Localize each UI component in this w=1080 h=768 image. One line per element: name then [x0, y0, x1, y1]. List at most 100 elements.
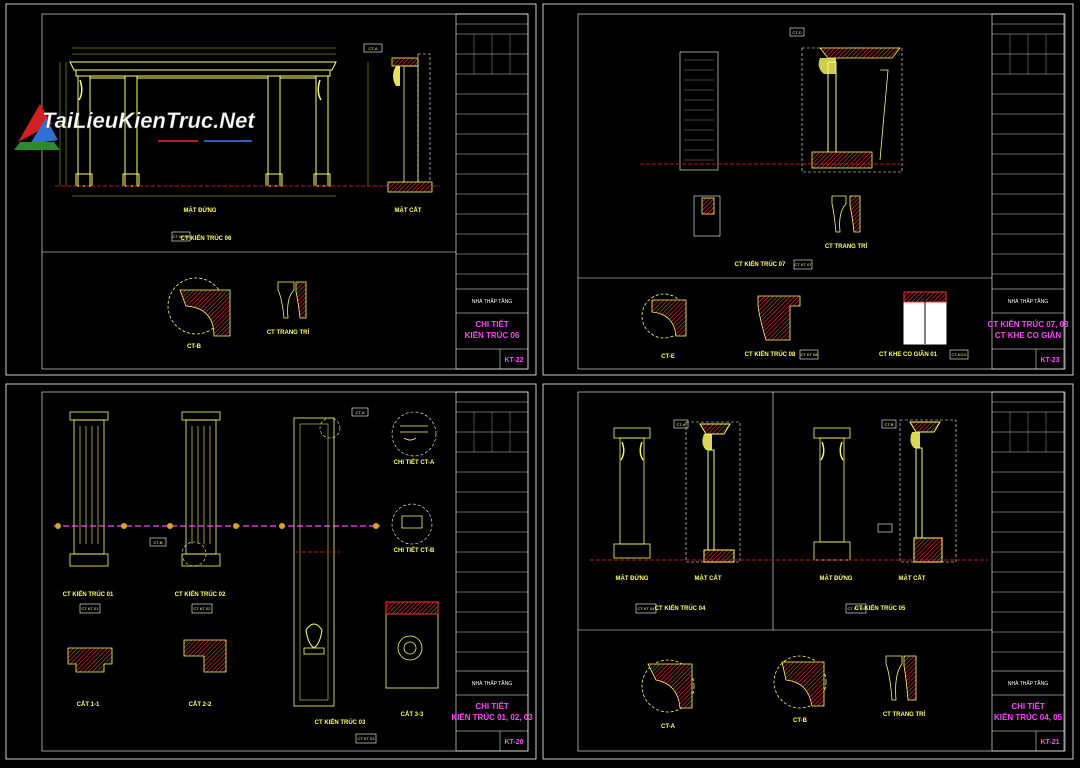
- column-elevation-04: [613, 427, 651, 559]
- label-boxes-2: [789, 27, 969, 360]
- section-1-1: [67, 647, 113, 673]
- drawing-label: MẶT CẮT: [899, 574, 926, 582]
- drawing-label: CT TRANG TRÍ: [825, 242, 868, 250]
- sheet-title-line2: KIẾN TRÚC 01, 02, 03: [451, 712, 533, 722]
- detail-ct-a-b-profiles: [400, 425, 428, 529]
- drawing-label: MẶT ĐỨNG: [616, 575, 649, 582]
- sheet-title-line2: KIẾN TRÚC 04, 05: [994, 712, 1063, 722]
- detail-ct-e: [641, 293, 687, 339]
- detail-tag: CT-B: [153, 540, 162, 545]
- drawing-label: CẮT 3-3: [401, 710, 424, 718]
- sheet-number: KT-20: [504, 739, 523, 746]
- detail-tag: CT KT 05: [848, 606, 866, 611]
- sheet-number: KT-22: [504, 357, 523, 364]
- label-boxes-4: [635, 419, 897, 614]
- watermark-text: TaiLieuKienTruc.Net: [42, 108, 256, 133]
- detail-tag: CT KT 03: [358, 736, 376, 741]
- tall-column-03: [293, 417, 335, 707]
- detail-tag: CT-B: [884, 422, 893, 427]
- detail-tag: CT-KCG: [951, 352, 966, 357]
- detail-tag: CT KT 08: [801, 352, 819, 357]
- sheet-title-line1: CHI TIẾT: [475, 319, 508, 329]
- pilaster-01: [69, 411, 109, 567]
- sheet-number: KT-23: [1040, 357, 1059, 364]
- watermark: TaiLieuKienTruc.Net: [14, 104, 257, 150]
- detail-tag: CT KT 06: [173, 234, 191, 239]
- project-name: NHÀ THẤP TẦNG: [472, 680, 512, 687]
- ornament-detail-2: [831, 195, 861, 233]
- drawing-label: CT TRANG TRÍ: [267, 328, 310, 336]
- label-boxes: [171, 43, 383, 242]
- detail-tag: CT KT 04: [638, 606, 656, 611]
- sheet-title-line2: CT KHE CO GIÃN: [995, 331, 1061, 340]
- project-name: NHÀ THẤP TẦNG: [472, 298, 512, 305]
- drawing-label: MẶT ĐỨNG: [820, 575, 853, 582]
- detail-ct-a-4: [641, 659, 695, 713]
- drawing-label: CHI TIẾT CT-B: [394, 547, 435, 554]
- column-section-05: [899, 419, 957, 563]
- section-markers: [55, 523, 379, 529]
- detail-ornament: [277, 281, 307, 319]
- sheet-frames: [5, 3, 1074, 760]
- ornament-detail-4: [885, 655, 917, 701]
- drawing-label: CT KIẾN TRÚC 06: [181, 235, 232, 242]
- sheet-separators: [42, 251, 992, 631]
- dimension-lines: [59, 47, 369, 197]
- section-view: [387, 53, 433, 193]
- drawing-label: CẮT 1-1: [77, 700, 100, 708]
- drawing-label: CT TRANG TRÍ: [883, 710, 926, 718]
- drawing-label: CT KIẾN TRÚC 04: [655, 605, 706, 612]
- sheet-kt23-drawings: [640, 27, 969, 360]
- detail-tag: CT KT 07: [795, 262, 813, 267]
- detail-expansion-joint: [903, 291, 947, 345]
- column-section-04: [685, 421, 741, 563]
- detail-ct-b: [167, 277, 231, 337]
- sheet-title-line1: CT KIẾN TRÚC 07, 08: [988, 319, 1069, 329]
- column-elevation-05: [813, 427, 851, 561]
- detail-ct-b-4: [773, 655, 827, 709]
- drawing-label: CT-E: [661, 354, 675, 360]
- sheet-kt21-drawings: [590, 419, 988, 713]
- sheet-labels: MẶT ĐỨNG MẶT CẮT CT KIẾN TRÚC 06 CT-B CT TRA…: [63, 30, 967, 741]
- sheet-number: KT-21: [1040, 739, 1059, 746]
- drawing-label: CHI TIẾT CT-A: [394, 459, 435, 466]
- drawing-label: CẮT 2-2: [189, 700, 212, 708]
- watermark-underline-blue: [204, 140, 252, 142]
- detail-tag: CT KT 02: [194, 606, 212, 611]
- pilaster-02: [181, 411, 221, 567]
- drawing-label: MẶT ĐỨNG: [184, 207, 217, 214]
- drawing-label: CT-B: [793, 718, 808, 724]
- drawing-label: CT KIẾN TRÚC 08: [745, 351, 796, 358]
- section-2-2: [183, 639, 227, 673]
- drawing-label: CT-A: [661, 724, 676, 730]
- wall-detail: [693, 195, 721, 237]
- detail-tag: CT-A: [355, 410, 364, 415]
- watermark-underline-red: [158, 140, 198, 142]
- sheet-kt20-drawings: [54, 407, 439, 744]
- detail-tag: CT-D: [792, 30, 801, 35]
- title-block: NHÀ THẤP TẦNG CT KIẾN TRÚC 07, 08 CT KHE C…: [988, 13, 1069, 370]
- detail-tag: CT-A: [676, 422, 685, 427]
- section-3-3: [385, 601, 439, 689]
- project-name: NHÀ THẤP TẦNG: [1008, 298, 1048, 305]
- sheet-kt22-drawings: [55, 43, 440, 337]
- parapet-section: [801, 47, 903, 173]
- cornice-elevation: [69, 61, 337, 187]
- project-name: NHÀ THẤP TẦNG: [1008, 680, 1048, 687]
- detail-kt08: [757, 295, 801, 341]
- drawing-label: CT KIẾN TRÚC 05: [855, 605, 906, 612]
- drawing-label: CT KIẾN TRÚC 03: [315, 719, 366, 726]
- sheet-title-line1: CHI TIẾT: [1011, 701, 1044, 711]
- drawing-label: MẶT CẮT: [395, 206, 422, 214]
- watermark-logo-icon: [14, 104, 60, 150]
- sheet-title-line1: CHI TIẾT: [475, 701, 508, 711]
- drawing-label: CT-B: [187, 344, 202, 350]
- drawing-label: CT KIẾN TRÚC 07: [735, 261, 786, 268]
- drawing-label: CT KIẾN TRÚC 01: [63, 591, 114, 598]
- label-boxes-3: [79, 407, 377, 744]
- stair-elevation: [679, 51, 719, 171]
- detail-tag: CT-A: [368, 46, 377, 51]
